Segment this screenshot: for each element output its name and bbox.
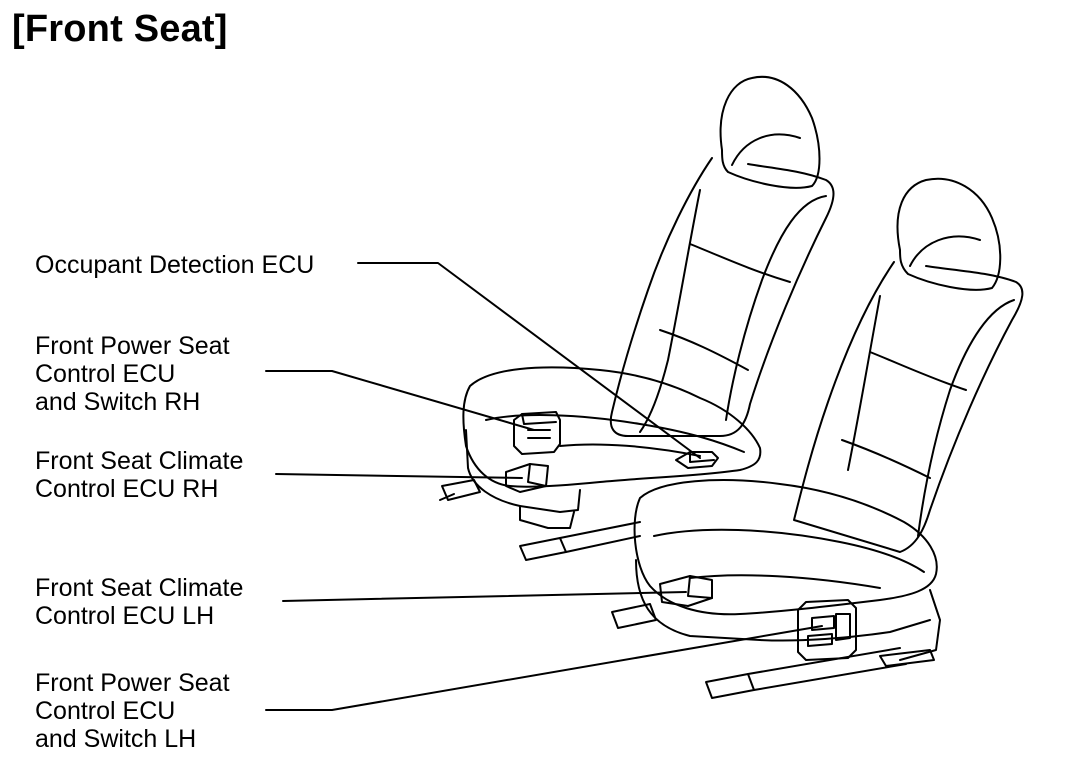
callout-label-line: and Switch RH — [35, 388, 201, 416]
headrest-rh — [719, 75, 821, 189]
callout-label-front-power-seat-control-ecu-lh: Front Power Seat Control ECU and Switch … — [35, 669, 230, 753]
leader-line-front-seat-climate-control-ecu-rh — [275, 473, 523, 479]
callout-label-line: Control ECU — [35, 697, 176, 725]
seatback-lh — [793, 261, 1024, 553]
callout-label-front-power-seat-control-ecu-rh: Front Power Seat Control ECU and Switch … — [35, 332, 230, 416]
headrest-lh — [896, 177, 1002, 291]
callout-label-line: Front Power Seat — [35, 669, 230, 697]
power-seat-ecu-rh — [513, 411, 561, 455]
callout-label-front-seat-climate-control-ecu-rh: Front Seat Climate Control ECU RH — [35, 447, 243, 503]
page-title: [Front Seat] — [12, 8, 228, 50]
leader-lines — [265, 262, 823, 711]
callout-label-front-seat-climate-control-ecu-lh: Front Seat Climate Control ECU LH — [35, 574, 243, 630]
callout-label-line: Front Seat Climate — [35, 574, 244, 602]
callout-label-occupant-detection-ecu: Occupant Detection ECU — [35, 251, 314, 279]
leader-line-front-power-seat-control-ecu-rh — [265, 370, 535, 431]
callout-label-line: Control ECU LH — [35, 602, 215, 630]
callout-label-line: and Switch LH — [35, 725, 197, 753]
seat-lh — [611, 177, 1024, 699]
seatback-rh — [609, 157, 835, 437]
callout-label-line: Control ECU — [35, 360, 176, 388]
leader-line-front-seat-climate-control-ecu-lh — [282, 591, 687, 602]
cushion-rh — [462, 366, 762, 488]
callout-label-line: Front Seat Climate — [35, 447, 244, 475]
seat-rh — [439, 75, 835, 561]
leader-line-occupant-detection-ecu — [357, 262, 701, 459]
callout-label-line: Front Power Seat — [35, 332, 230, 360]
power-seat-ecu-lh — [797, 599, 857, 661]
cushion-lh — [633, 479, 938, 616]
callout-label-line: Occupant Detection ECU — [35, 251, 315, 279]
callout-label-line: Control ECU RH — [35, 475, 219, 503]
leader-line-front-power-seat-control-ecu-lh — [265, 625, 823, 711]
